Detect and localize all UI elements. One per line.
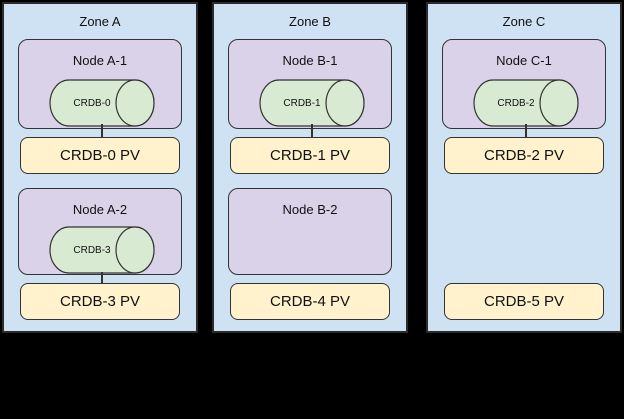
pv-box-crdb-4: CRDB-4 PV xyxy=(230,283,390,320)
database-cylinder-crdb-2: CRDB-2 xyxy=(472,79,580,127)
cylinder-label: CRDB-0 xyxy=(73,97,111,109)
cylinder-shape-icon xyxy=(49,79,155,127)
cylinder-shape-icon xyxy=(259,79,365,127)
node-a-1-label: Node A-1 xyxy=(72,53,128,68)
node-b-2: Node B-2 xyxy=(228,188,392,275)
database-cylinder-crdb-1: CRDB-1 xyxy=(258,79,366,127)
pv-box-crdb-5: CRDB-5 PV xyxy=(444,283,604,320)
cylinder-label: CRDB-3 xyxy=(73,244,111,256)
zone-a-label: Zone A xyxy=(79,14,121,29)
zone-a: Zone A Node A-1 CRDB-0 CRDB-0 PV Node A-… xyxy=(2,2,198,333)
node-c-1-label: Node C-1 xyxy=(496,53,552,68)
cylinder-shape-icon xyxy=(473,79,579,127)
pv-box-crdb-1: CRDB-1 PV xyxy=(230,137,390,174)
node-b-2-label: Node B-2 xyxy=(282,202,338,217)
database-cylinder-crdb-0: CRDB-0 xyxy=(48,79,156,127)
cylinder-label: CRDB-2 xyxy=(497,97,535,109)
connector-line xyxy=(311,124,313,138)
node-b-1-label: Node B-1 xyxy=(282,53,338,68)
zone-c-label: Zone C xyxy=(502,14,546,29)
cylinder-shape-icon xyxy=(49,226,155,274)
connector-line xyxy=(101,124,103,138)
pv-box-crdb-0: CRDB-0 PV xyxy=(20,137,180,174)
connector-line xyxy=(101,272,103,286)
cylinder-label: CRDB-1 xyxy=(283,97,321,109)
node-a-2-label: Node A-2 xyxy=(72,202,128,217)
pv-box-crdb-3: CRDB-3 PV xyxy=(20,283,180,320)
zone-c: Zone C Node C-1 CRDB-2 CRDB-2 PV CRDB-5 … xyxy=(426,2,622,333)
database-cylinder-crdb-3: CRDB-3 xyxy=(48,226,156,274)
zone-b: Zone B Node B-1 CRDB-1 CRDB-1 PV Node B-… xyxy=(212,2,408,333)
zone-b-label: Zone B xyxy=(289,14,331,29)
connector-line xyxy=(525,124,527,138)
pv-box-crdb-2: CRDB-2 PV xyxy=(444,137,604,174)
